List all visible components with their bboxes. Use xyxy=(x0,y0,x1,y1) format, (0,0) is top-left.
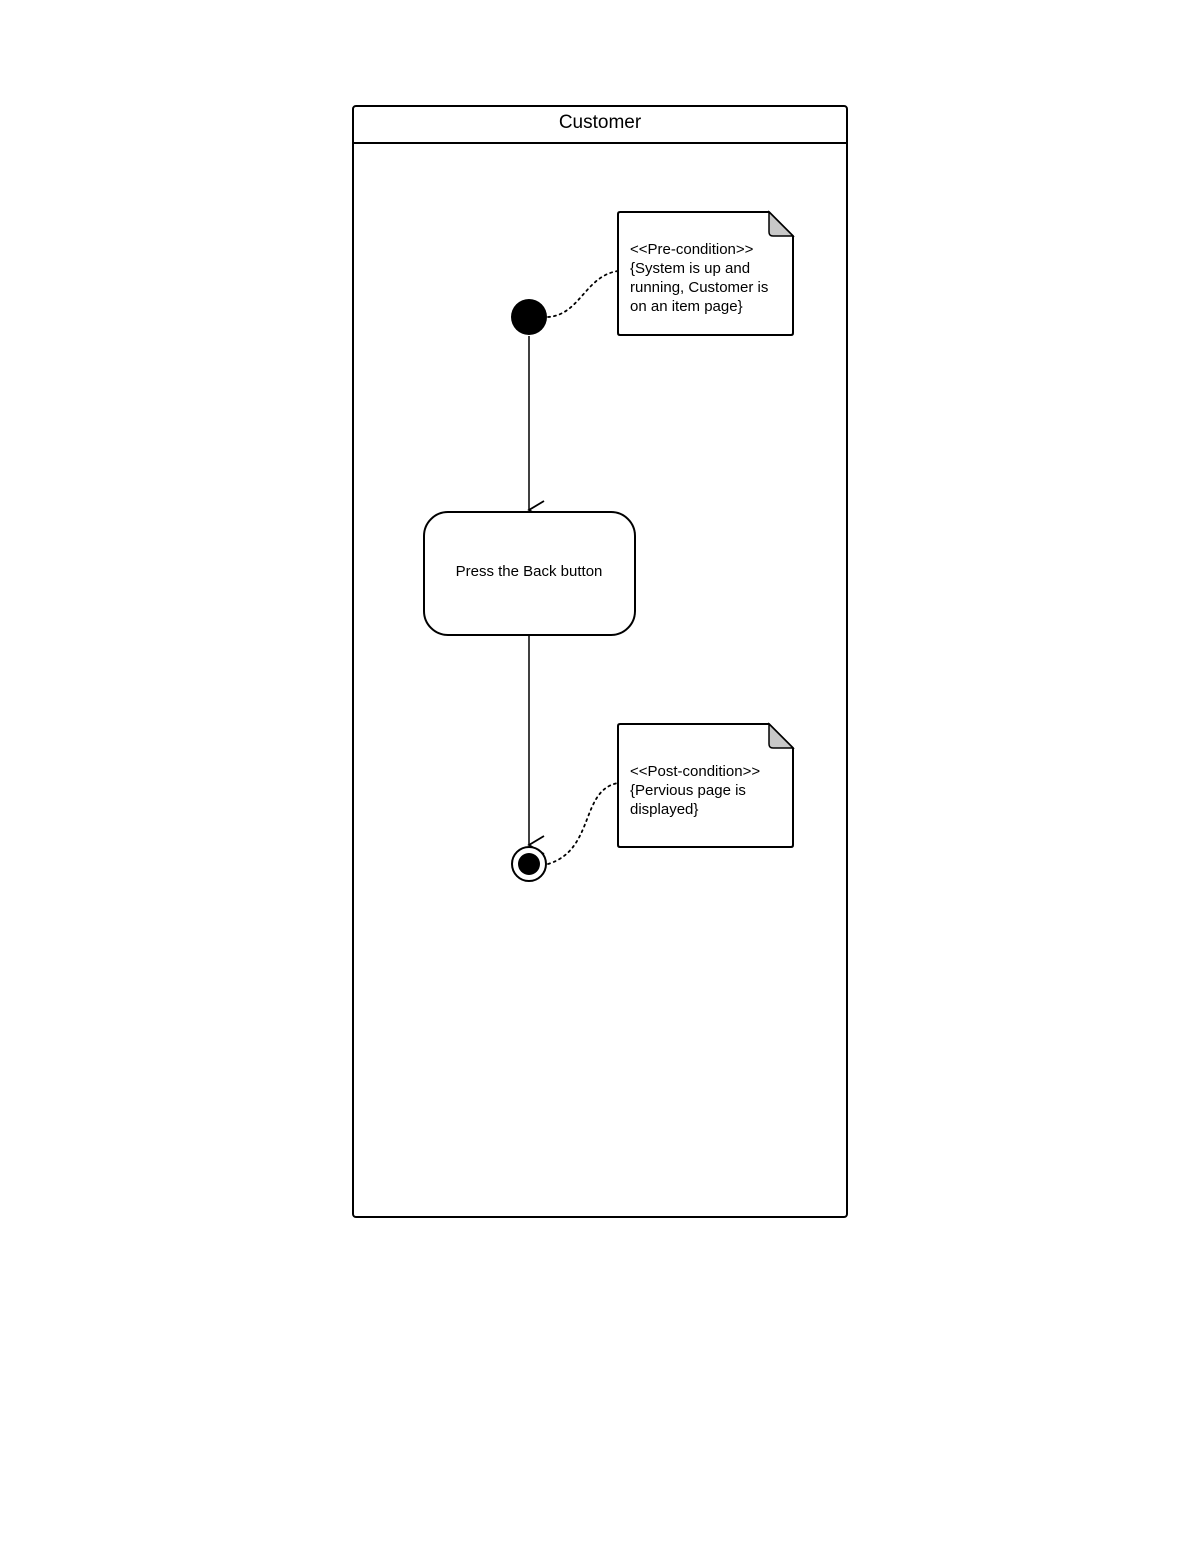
action-node-press-back[interactable]: Press the Back button xyxy=(423,511,636,636)
note-folded-corner xyxy=(768,722,795,749)
pre-condition-line-3: running, Customer is xyxy=(630,279,768,296)
pre-condition-text: <<Pre-condition>> {System is up and runn… xyxy=(630,241,773,315)
final-node[interactable] xyxy=(511,846,547,882)
action-label: Press the Back button xyxy=(456,563,603,580)
post-condition-note[interactable]: <<Post-condition>> {Pervious page is dis… xyxy=(617,722,795,848)
post-condition-line-1: <<Post-condition>> xyxy=(630,763,760,780)
swimlane-border xyxy=(352,105,848,1218)
action-node-box xyxy=(423,511,636,636)
swimlane-customer[interactable]: Customer xyxy=(352,105,848,1218)
post-condition-line-2: {Pervious page is xyxy=(630,782,746,799)
initial-node[interactable] xyxy=(511,299,547,335)
pre-condition-line-1: <<Pre-condition>> xyxy=(630,241,754,258)
note-body xyxy=(617,211,794,336)
pre-condition-line-2: {System is up and xyxy=(630,260,750,277)
post-condition-note-anchor xyxy=(547,782,619,865)
note-body xyxy=(617,723,794,848)
pre-condition-line-4: on an item page} xyxy=(630,298,743,315)
pre-condition-note[interactable]: <<Pre-condition>> {System is up and runn… xyxy=(617,210,795,336)
swimlane-title: Customer xyxy=(559,112,642,133)
pre-condition-note-anchor xyxy=(547,270,619,318)
note-folded-corner xyxy=(768,210,795,237)
final-node-core xyxy=(518,853,540,875)
post-condition-line-3: displayed} xyxy=(630,801,698,818)
post-condition-text: <<Post-condition>> {Pervious page is dis… xyxy=(630,763,764,818)
